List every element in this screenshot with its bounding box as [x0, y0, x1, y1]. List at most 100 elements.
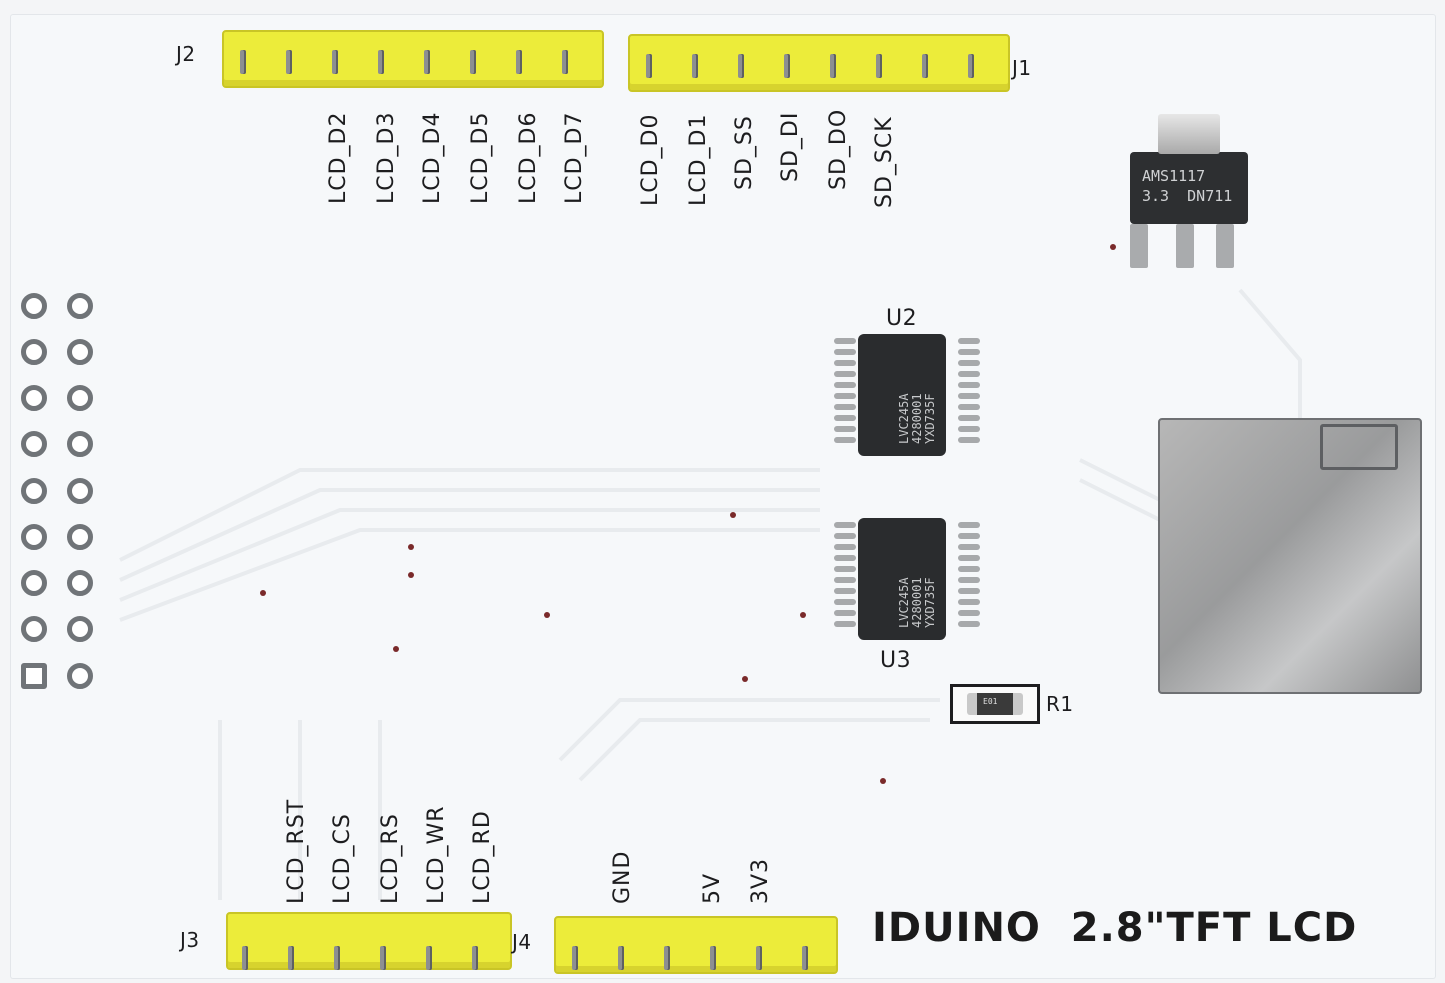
connector-j3-label: J3	[180, 928, 200, 952]
leg	[834, 621, 856, 627]
regulator-leg	[1216, 224, 1234, 268]
leg	[834, 577, 856, 583]
via	[408, 572, 414, 578]
leg	[958, 621, 980, 627]
chip-u2-marking: LVC245A 4280001 YXD735F	[897, 393, 937, 444]
header-j1	[628, 34, 1010, 92]
pin	[784, 54, 790, 78]
pin	[802, 946, 808, 970]
leg	[834, 371, 856, 377]
pin-hole	[21, 570, 47, 596]
connector-j2-label: J2	[176, 42, 196, 66]
leg	[958, 371, 980, 377]
silk-label-sd-di: SD_DI	[778, 111, 803, 182]
leg	[958, 577, 980, 583]
header-j3	[226, 912, 512, 970]
leg	[958, 566, 980, 572]
leg	[958, 382, 980, 388]
pin	[286, 50, 292, 74]
silk-label-lcd-d0: LCD_D0	[638, 113, 663, 207]
leg	[834, 360, 856, 366]
via	[800, 612, 806, 618]
via	[1110, 244, 1116, 250]
leg	[958, 533, 980, 539]
pin	[738, 54, 744, 78]
leg	[834, 393, 856, 399]
regulator-marking: AMS1117 3.3 DN711	[1142, 167, 1233, 205]
silk-label-sd-do: SD_DO	[826, 108, 851, 190]
resistor-code: E01	[983, 697, 998, 706]
silk-label-lcd-d2: LCD_D2	[326, 111, 351, 205]
pin-hole	[21, 524, 47, 550]
leg	[834, 382, 856, 388]
regulator-leg	[1130, 224, 1148, 268]
pin	[710, 946, 716, 970]
chip-u3-label: U3	[880, 648, 912, 673]
chip-u2-label: U2	[886, 306, 918, 331]
silk-label-lcd-d7: LCD_D7	[562, 111, 587, 205]
via	[730, 512, 736, 518]
pin-hole	[21, 293, 47, 319]
pin-hole	[21, 339, 47, 365]
leg	[958, 544, 980, 550]
leg	[834, 349, 856, 355]
silk-label-lcd-rs: LCD_RS	[378, 813, 403, 904]
pin-hole	[67, 616, 93, 642]
pin	[692, 54, 698, 78]
resistor-r1: E01	[950, 684, 1040, 724]
silk-label-lcd-rd: LCD_RD	[470, 810, 495, 904]
sd-socket-latch	[1320, 424, 1398, 470]
silk-label-lcd-cs: LCD_CS	[330, 813, 355, 904]
pin	[332, 50, 338, 74]
pin	[516, 50, 522, 74]
pin	[242, 946, 248, 970]
silk-label-gnd: GND	[610, 850, 635, 904]
leg	[958, 555, 980, 561]
pin	[426, 946, 432, 970]
pin	[240, 50, 246, 74]
resistor-body	[967, 693, 1023, 715]
leg	[958, 415, 980, 421]
silk-label-sd-ss: SD_SS	[732, 115, 757, 190]
leg	[834, 415, 856, 421]
silk-label-3v3: 3V3	[748, 857, 773, 904]
sd-card-socket	[1158, 418, 1422, 694]
pin	[876, 54, 882, 78]
silk-label-lcd-rst: LCD_RST	[284, 798, 309, 904]
pin-hole-square	[21, 663, 47, 689]
leg	[958, 349, 980, 355]
via	[742, 676, 748, 682]
pin-hole	[67, 524, 93, 550]
pin-hole	[67, 478, 93, 504]
pin-hole	[67, 339, 93, 365]
pin	[380, 946, 386, 970]
pin-hole	[21, 385, 47, 411]
pin	[756, 946, 762, 970]
pin-hole	[67, 293, 93, 319]
leg	[958, 393, 980, 399]
pin	[424, 50, 430, 74]
leg	[834, 533, 856, 539]
pin	[562, 50, 568, 74]
pin-hole	[67, 663, 93, 689]
via	[880, 778, 886, 784]
pin	[618, 946, 624, 970]
pin	[472, 946, 478, 970]
leg	[834, 566, 856, 572]
pin-hole	[21, 616, 47, 642]
header-j4	[554, 916, 838, 974]
leg	[834, 404, 856, 410]
via	[393, 646, 399, 652]
silk-label-lcd-wr: LCD_WR	[424, 805, 449, 904]
pin-hole	[67, 385, 93, 411]
leg	[958, 426, 980, 432]
pin	[646, 54, 652, 78]
pin	[288, 946, 294, 970]
leg	[834, 610, 856, 616]
pin-hole	[67, 431, 93, 457]
via	[408, 544, 414, 550]
leg	[834, 555, 856, 561]
leg	[958, 338, 980, 344]
pin	[968, 54, 974, 78]
